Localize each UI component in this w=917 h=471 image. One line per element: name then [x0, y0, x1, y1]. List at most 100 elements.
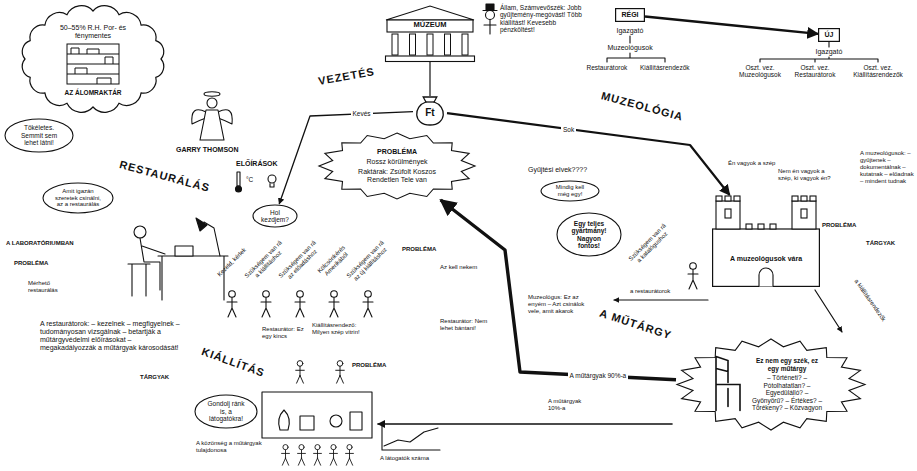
staff-figures: [329, 291, 339, 317]
dream-cloud: 50–55% R.H. Por- és fénymentesAZ ÁLOMRAK…: [18, 4, 168, 114]
arrow-label: A műtárgyak 10%-a: [548, 398, 594, 412]
restorer-at-desk: [196, 218, 207, 231]
unit-label: °C: [246, 176, 253, 183]
section-title: MUZEOLÓGIA: [600, 89, 685, 123]
speech-bubble: Gondolj ránk is, a látogatókra!: [194, 394, 258, 429]
node-text: Amit igazán szeretek csinálni, az a rest…: [54, 188, 102, 209]
role-list: A muzeológusok: – gyűjtenek – dokumentál…: [860, 150, 915, 184]
node-text: Ez nem egy szék, ez egy műtárgy: [750, 357, 824, 372]
shape-outline: [445, 34, 451, 55]
shape-outline: [427, 34, 433, 55]
shape-outline: [819, 29, 840, 42]
castle-window: [725, 209, 731, 218]
request-label: Szükségem van rá az előadáshoz: [277, 239, 324, 286]
restorer-at-desk: [128, 218, 228, 300]
speech-text: Muzeológus: Ez az enyém – Azt csinálok v…: [528, 294, 592, 315]
objects-label: TÁRGYAK: [866, 240, 895, 247]
node-text: A muzeológusok vára: [730, 255, 802, 263]
restorer-at-desk: [175, 246, 193, 256]
castle-tower: [716, 201, 740, 229]
speech-text: Restaurátor: Ez egy kincs: [262, 326, 306, 340]
arguing-figures: [336, 361, 345, 384]
section-title: VEZETÉS: [317, 65, 375, 87]
shape-outline: [616, 9, 645, 22]
visitor-crowd: [314, 445, 322, 466]
thermometer-icon: [236, 172, 242, 192]
castle-outline: [712, 195, 820, 287]
visitor-crowd: [330, 445, 338, 466]
illustration-part: [128, 4, 878, 465]
org-chart-lines: [607, 36, 665, 62]
museum-building: MÚZEUM: [385, 4, 475, 62]
node-text: Gondolj ránk is, a látogatókra!: [204, 400, 248, 422]
display-case: [262, 392, 372, 438]
node-text: Raktárak: Zsúfolt Koszos Rendetlen Tele …: [354, 168, 440, 184]
node-text: PROBLÉMA: [377, 148, 417, 156]
shape-outline: [541, 181, 599, 201]
display-case: [330, 415, 342, 427]
org-chart-role: Oszt. vez. Restaurátorok: [790, 64, 840, 79]
org-chart-box: ÚJ: [818, 28, 840, 42]
lightbulb-icon: [270, 184, 274, 188]
castle-window: [801, 209, 807, 218]
display-case: [350, 412, 362, 430]
stored-object: [71, 48, 113, 84]
thermometer-icon: [237, 172, 240, 186]
castle-tower: [801, 196, 807, 201]
name-label: GARRY THOMSON: [176, 146, 239, 154]
note-label: Gyűjtési elvek????: [528, 166, 587, 174]
shape-outline: [22, 6, 163, 113]
shape-outline: [386, 6, 474, 20]
shape-outline: [713, 229, 820, 286]
restorer-at-desk: [158, 256, 228, 300]
shape-outline: [319, 133, 475, 199]
castle-tower: [792, 196, 798, 201]
shape-outline: [5, 119, 73, 152]
org-chart-role: Oszt. vez. Kiállításrendezők: [845, 64, 911, 79]
flow-arrow: [614, 299, 708, 300]
storage-shelf: [67, 44, 119, 84]
edge-label: Sok: [561, 126, 576, 133]
display-case: [262, 392, 372, 438]
castle-gate: [759, 268, 773, 286]
shape-outline: [425, 101, 435, 102]
display-case: [300, 416, 314, 430]
visitor-chart: [382, 426, 440, 450]
request-label: Szükségem van rá a katalógushoz: [627, 222, 674, 269]
shape-outline: [43, 183, 113, 213]
node-text: Ft: [425, 107, 434, 119]
shape-outline: [410, 34, 416, 55]
axis-label: A látogatók száma: [380, 455, 429, 462]
restorer-at-desk: [142, 246, 165, 254]
staff-figures: [295, 291, 305, 317]
node-text: AZ ÁLOMRAKTÁR: [64, 89, 121, 96]
restorer-at-desk: [128, 264, 150, 296]
org-chart-role: Restaurátorok: [587, 64, 628, 71]
angel-figure: [192, 92, 232, 140]
visitor-chart: [384, 428, 438, 446]
speech-text: Állam, Számvevőszék: Jobb gyűjtemény-meg…: [500, 4, 582, 34]
role-list: A restaurátorok: – kezelnek – megfigyeln…: [40, 320, 180, 352]
shape-outline: [386, 56, 475, 62]
chair-drawing: [716, 357, 740, 411]
shape-outline: [677, 339, 865, 430]
staff-figures: [227, 291, 237, 317]
inspector-figure: [486, 4, 494, 10]
node-text: Egy teljes gyártmány! Nagyon fontos!: [567, 220, 611, 250]
speech-text: Restaurátor: Nem lehet bántani!: [440, 318, 494, 332]
shape-outline: [462, 34, 468, 55]
problem-burst: PROBLÉMA Rossz körülményekRaktárak: Zsúfo…: [318, 132, 476, 200]
staff-figures: [688, 263, 698, 289]
problem-label: PROBLÉMA: [402, 246, 436, 253]
lightbulb-icon: [268, 175, 276, 183]
castle-tower: [716, 196, 816, 286]
castle: A muzeológusok vára: [712, 195, 820, 287]
node-text: Rossz körülmények: [366, 158, 427, 166]
inspector-figure: [484, 20, 496, 35]
speech-text: Én vagyok a szép: [728, 160, 776, 167]
objects-label: TÁRGYAK: [140, 374, 169, 381]
arrow-label: a restaurátorok: [630, 288, 670, 295]
speech-text: Nem én vagyok a szép, ki vagyok én?: [778, 168, 834, 182]
flow-arrow: [378, 423, 672, 425]
staff-figures: [363, 291, 373, 317]
